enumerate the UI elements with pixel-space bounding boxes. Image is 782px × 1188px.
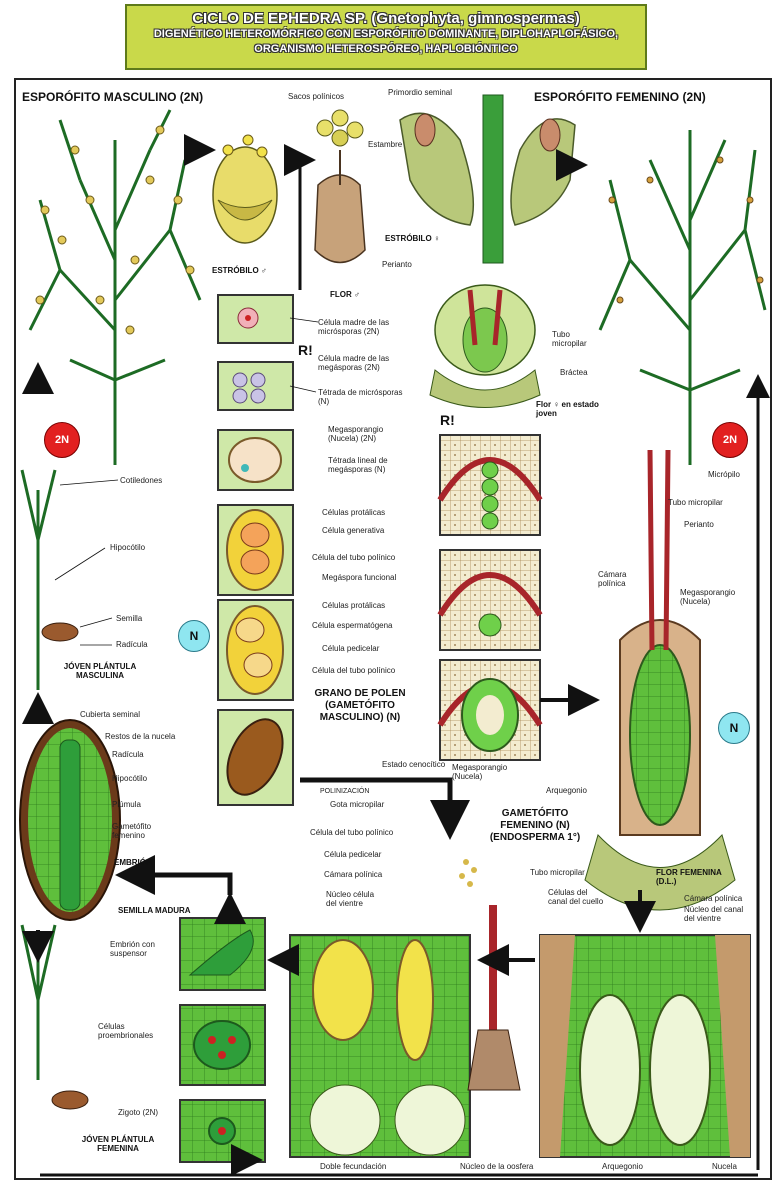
meiosis-mark-male: R!	[298, 342, 313, 358]
diploid-badge-female: 2N	[712, 422, 748, 458]
label-sacos-polinicos: Sacos polínicos	[288, 92, 344, 101]
label-polinizacion: POLINIZACIÓN	[320, 787, 369, 796]
label-camara-polinica: Cámara polínica	[598, 570, 638, 588]
label-celulas-canal-cuello: Células del canal del cuello	[548, 888, 608, 906]
meiosis-male-tiles	[216, 295, 293, 805]
label-celula-pedicelar-2: Célula pedicelar	[324, 850, 381, 859]
young-female-flower	[430, 285, 540, 408]
label-embrion: EMBRIÓN	[114, 858, 152, 867]
label-megasporangio-3: Megasporangio (Nucela)	[452, 763, 522, 781]
label-estado-cenocitico: Estado cenocítico	[382, 760, 445, 769]
label-estrobilo-fem: ESTRÓBILO ♀	[385, 234, 440, 243]
embryo-tiles	[180, 918, 265, 1162]
label-bractea: Bráctea	[560, 368, 588, 377]
label-tubo-micropilar-3: Tubo micropilar	[530, 868, 585, 877]
label-megasporangio-2: Megasporangio (Nucela)	[680, 588, 740, 606]
label-joven-plantula-fem: JÓVEN PLÁNTULA FEMENINA	[78, 1135, 158, 1153]
label-megaspora-funcional: Megáspora funcional	[322, 573, 396, 582]
label-celula-pedicelar: Célula pedicelar	[322, 644, 379, 653]
fertilization-panel	[290, 935, 470, 1157]
label-celula-generativa: Célula generativa	[322, 526, 384, 535]
label-zigoto: Zigoto (2N)	[118, 1108, 158, 1117]
label-celula-tubo-polinico-3: Célula del tubo polínico	[310, 828, 393, 837]
label-nucleo-oosfera: Núcleo de la oosfera	[460, 1162, 533, 1171]
haploid-badge-right: N	[718, 712, 750, 744]
label-perianto: Perianto	[382, 260, 412, 269]
label-celulas-protalicas-2: Células protálicas	[322, 601, 385, 610]
seed-icon	[42, 623, 78, 641]
mature-seed	[20, 720, 120, 920]
female-ovule	[585, 450, 735, 910]
label-nucleo-celula-vientre: Núcleo célula del vientre	[326, 890, 386, 908]
label-flor-masc: FLOR ♂	[330, 290, 360, 299]
label-celula-tubo-polinico: Célula del tubo polínico	[312, 553, 395, 562]
label-restos-nucela: Restos de la nucela	[105, 732, 175, 741]
label-doble-fecundacion: Doble fecundación	[320, 1162, 386, 1171]
label-cubierta-seminal: Cubierta seminal	[80, 710, 140, 719]
label-plumula: Plúmula	[112, 800, 141, 809]
label-celulas-protalicas: Células protálicas	[322, 508, 385, 517]
label-arquegonio: Arquegonio	[546, 786, 587, 795]
label-semilla: Semilla	[116, 614, 142, 623]
label-gota-micropilar: Gota micropilar	[330, 800, 384, 809]
label-radicula-2: Radícula	[112, 750, 144, 759]
megaspore-panels	[440, 435, 540, 760]
label-tubo-micropilar-2: Tubo micropilar	[668, 498, 723, 507]
female-sporophyte-plant	[600, 130, 765, 465]
female-sporophyte-title: ESPORÓFITO FEMENINO (2N)	[534, 90, 706, 104]
label-cel-madre-mega: Célula madre de las megásporas (2N)	[318, 354, 403, 372]
label-nucleo-canal-vientre: Núcleo del canal del vientre	[684, 905, 754, 923]
label-tetrada-lineal: Tétrada lineal de megásporas (N)	[328, 456, 408, 474]
label-celula-espermatogena: Célula espermatógena	[312, 621, 393, 630]
label-cel-madre-micro: Célula madre de las micrósporas (2N)	[318, 318, 403, 336]
label-flor-femenina-dl: FLOR FEMENINA (D.L.)	[656, 868, 726, 886]
label-estrobilo-masc: ESTRÓBILO ♂	[212, 266, 267, 275]
label-megasporangio: Megasporangio (Nucela) (2N)	[328, 425, 408, 443]
meiosis-mark-female: R!	[440, 412, 455, 428]
male-strobilus	[213, 135, 277, 243]
seed-icon-2	[52, 1091, 88, 1109]
label-arquegonio-2: Arquegonio	[602, 1162, 643, 1171]
label-camara-polinica-2: Cámara polínica	[324, 870, 382, 879]
label-gametofito-fem: Gametófito femenino	[112, 822, 172, 840]
male-sporophyte-title: ESPORÓFITO MASCULINO (2N)	[22, 90, 203, 104]
label-primordio-seminal: Primordio seminal	[388, 88, 452, 97]
label-radicula: Radícula	[116, 640, 148, 649]
female-flower-panel	[540, 935, 750, 1157]
label-embrion-suspensor: Embrión con suspensor	[110, 940, 170, 958]
label-micropilo: Micrópilo	[708, 470, 740, 479]
pollen-title: GRANO DE POLEN (GAMETÓFITO MASCULINO) (N…	[305, 688, 415, 724]
label-estambre: Estambre	[368, 140, 402, 149]
male-flower	[315, 110, 365, 263]
label-tubo-micropilar: Tubo micropilar	[552, 330, 602, 348]
label-joven-plantula-masc: JÓVEN PLÁNTULA MASCULINA	[60, 662, 140, 680]
label-camara-polinica-3: Cámara polínica	[684, 894, 742, 903]
label-perianto-2: Perianto	[684, 520, 714, 529]
label-tetrada-micro: Tétrada de micrósporas (N)	[318, 388, 408, 406]
label-flor-fem-joven: Flor ♀ en estado joven	[536, 400, 616, 418]
label-cotiledones: Cotiledones	[120, 476, 162, 485]
label-hipocotilo-2: Hipocótilo	[112, 774, 147, 783]
label-nucela: Nucela	[712, 1162, 737, 1171]
male-sporophyte-plant	[30, 110, 200, 465]
female-cones	[609, 157, 763, 303]
label-hipocotilo: Hipocótilo	[110, 543, 145, 552]
label-celulas-proembrionales: Células proembrionales	[98, 1022, 168, 1040]
label-semilla-madura: SEMILLA MADURA	[118, 906, 191, 915]
diploid-badge-male: 2N	[44, 422, 80, 458]
female-gametophyte-title: GAMETÓFITO FEMENINO (N) (ENDOSPERMA 1°)	[480, 808, 590, 844]
haploid-badge-left: N	[178, 620, 210, 652]
label-celula-tubo-polinico-2: Célula del tubo polínico	[312, 666, 395, 675]
